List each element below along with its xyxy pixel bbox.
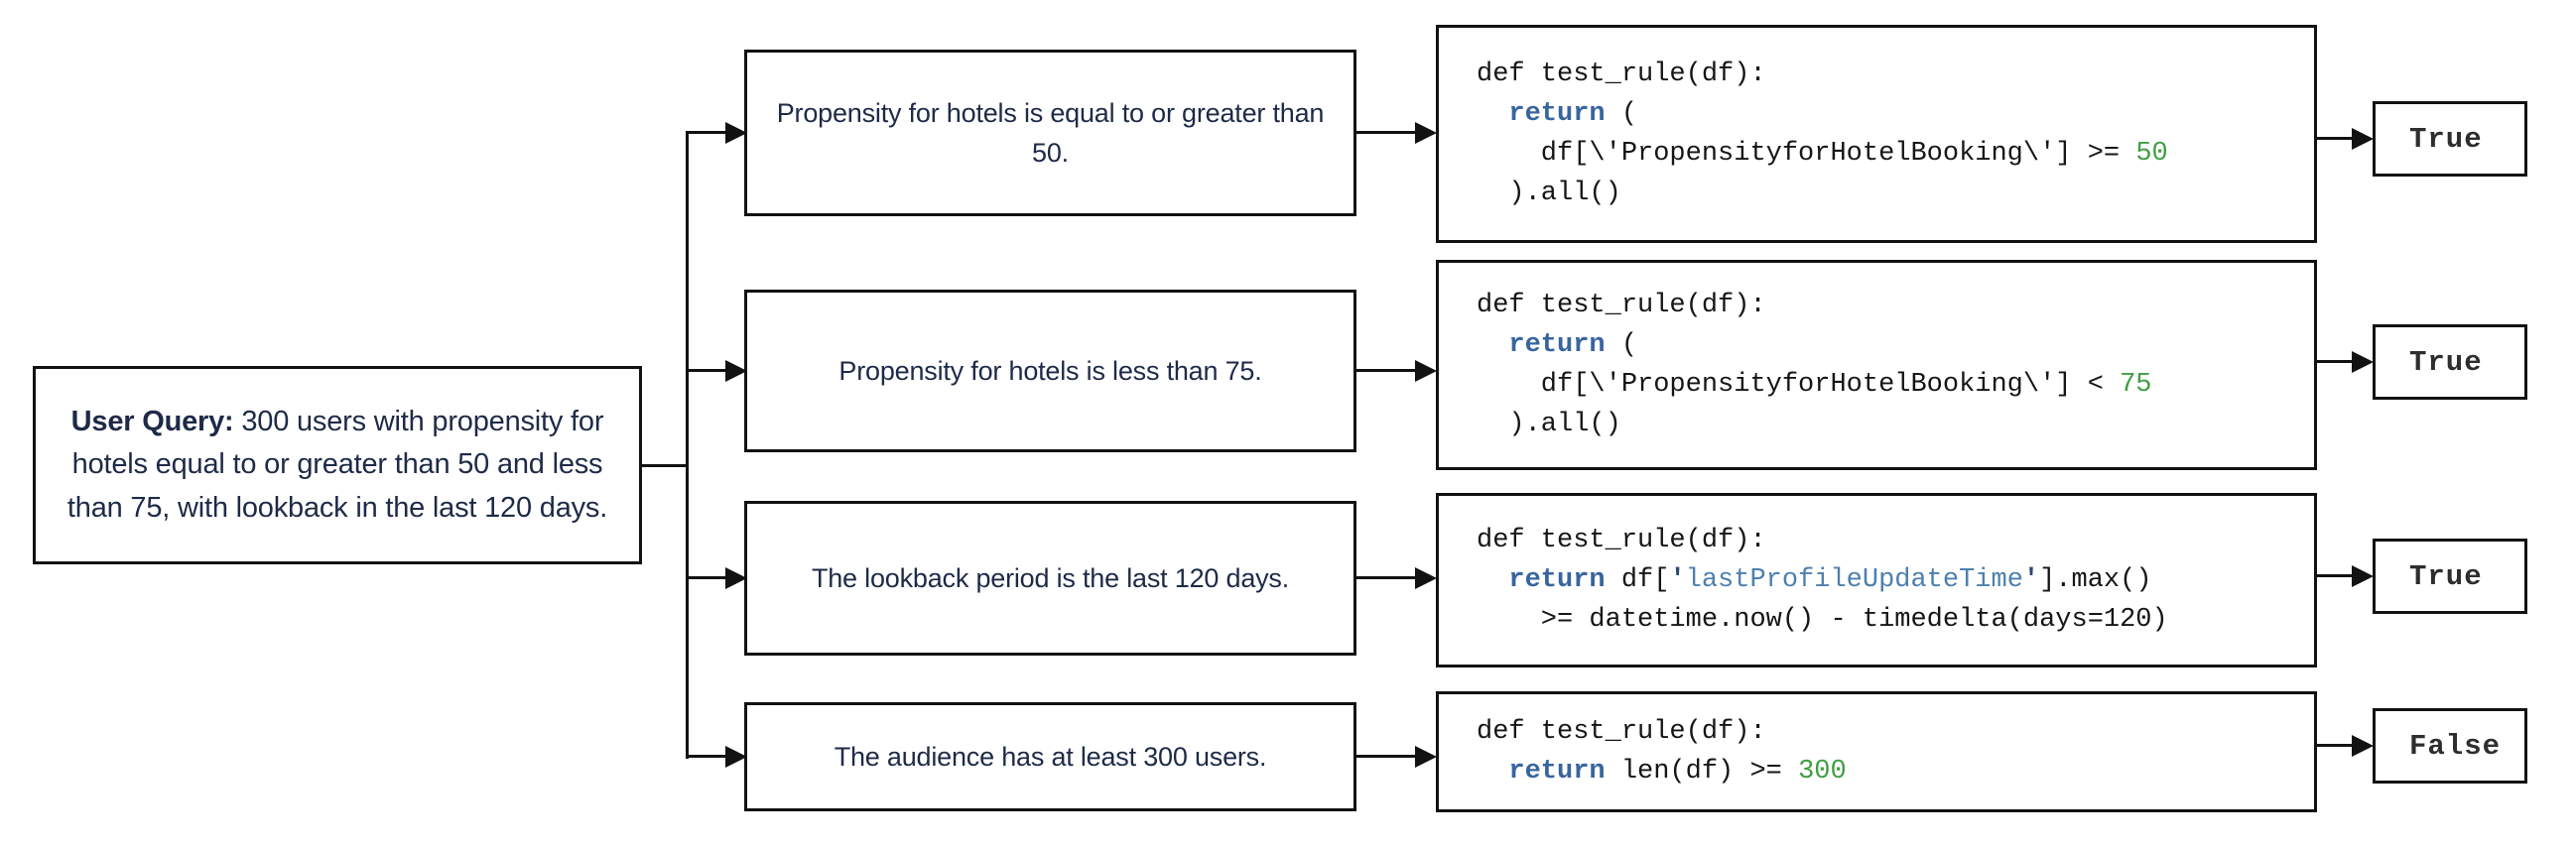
code-line: def test_rule(df): [1477, 60, 1766, 89]
code-box: def test_rule(df): return df['lastProfil… [1436, 493, 2317, 667]
branch-arrow-3 [687, 576, 725, 579]
branch-arrow-2 [687, 369, 725, 372]
code-line: df[\'PropensityforHotelBooking\'] < 75 [1477, 370, 2152, 400]
code-line: return df['lastProfileUpdateTime'].max() [1508, 565, 2152, 595]
code-line: return ( [1508, 330, 1638, 360]
branch-arrow-4 [687, 755, 725, 758]
rule-to-code-arrow-4 [1356, 755, 1415, 758]
code-to-result-arrow-1 [2317, 137, 2352, 140]
rule-text: Propensity for hotels is equal to or gre… [776, 97, 1325, 169]
code-line: >= datetime.now() - timedelta(days=120) [1477, 605, 2168, 635]
user-query-box: User Query: 300 users with propensity fo… [33, 366, 642, 564]
code-line: def test_rule(df): [1477, 291, 1766, 320]
rule-box: The audience has at least 300 users. [744, 702, 1356, 811]
code-line: df[\'PropensityforHotelBooking\'] >= 50 [1477, 139, 2168, 169]
rule-to-code-arrow-3 [1356, 576, 1415, 579]
code-line: ).all() [1477, 410, 1621, 439]
branch-trunk-line [686, 131, 689, 759]
result-box: False [2373, 708, 2527, 784]
code-line: return ( [1508, 99, 1638, 129]
result-box: True [2373, 539, 2527, 614]
user-query-paragraph: User Query: 300 users with propensity fo… [46, 401, 629, 531]
code-box: def test_rule(df): return ( df[\'Propens… [1436, 25, 2317, 243]
result-box: True [2373, 324, 2527, 400]
branch-arrow-1 [687, 131, 725, 134]
result-text: True [2409, 122, 2483, 156]
rule-text: The audience has at least 300 users. [834, 741, 1267, 772]
code-line: def test_rule(df): [1477, 717, 1766, 747]
user-query-text: 300 users with propensity for hotels equ… [66, 405, 608, 524]
result-text: True [2409, 345, 2483, 379]
code-line: ).all() [1477, 179, 1621, 208]
rule-to-code-arrow-1 [1356, 131, 1415, 134]
user-query-label: User Query: [70, 405, 234, 437]
result-text: False [2409, 729, 2502, 763]
code-to-result-arrow-3 [2317, 574, 2352, 577]
code-line: return len(df) >= 300 [1508, 757, 1847, 787]
code-to-result-arrow-2 [2317, 360, 2352, 363]
code-box: def test_rule(df): return len(df) >= 300 [1436, 691, 2317, 812]
code-box: def test_rule(df): return ( df[\'Propens… [1436, 260, 2317, 470]
code-line: def test_rule(df): [1477, 526, 1766, 555]
rule-to-code-arrow-2 [1356, 369, 1415, 372]
code-to-result-arrow-4 [2317, 744, 2352, 747]
rule-box: Propensity for hotels is equal to or gre… [744, 50, 1356, 216]
rule-text: The lookback period is the last 120 days… [811, 562, 1290, 593]
rule-text: Propensity for hotels is less than 75. [838, 355, 1262, 386]
rule-box: The lookback period is the last 120 days… [744, 501, 1356, 656]
result-text: True [2409, 559, 2483, 593]
result-box: True [2373, 101, 2527, 177]
rule-box: Propensity for hotels is less than 75. [744, 290, 1356, 452]
query-connector-line [642, 464, 688, 467]
